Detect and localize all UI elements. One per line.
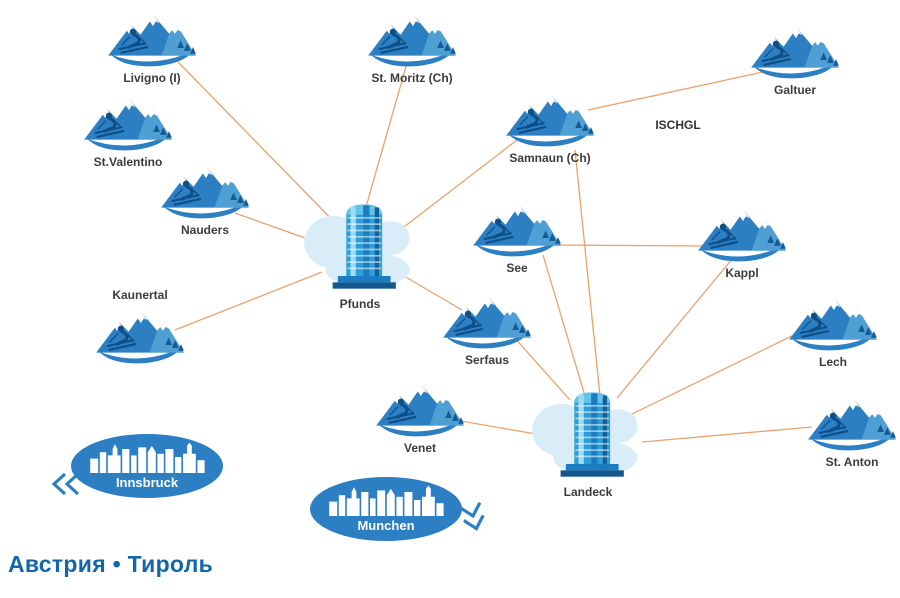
resort-label: Livigno (I) [123,71,181,85]
resort-node-stmoritz[interactable]: St. Moritz (Ch) [357,8,467,85]
edge-lech-landeck [627,331,801,417]
mountain-skier-icon [372,378,468,439]
resort-label: Lech [818,355,847,369]
resort-label: Kaunertal [112,288,168,302]
edge-see-landeck [542,254,586,397]
text-node-ischgl: ISCHGL [623,116,733,132]
resort-node-lech[interactable]: Lech [778,292,888,369]
resort-label: Nauders [180,223,230,237]
mountain-skier-icon [364,8,460,69]
hub-label: Landeck [563,485,613,499]
mountain-skier-icon [804,392,900,453]
mountain-skier-icon [80,92,176,153]
edge-stmoritz-pfunds [365,62,408,208]
city-node-munchen[interactable]: Munchen [310,477,462,541]
edge-serfaus-landeck [511,334,571,401]
resort-label: Galtuer [773,83,816,97]
resort-label: St.Valentino [93,155,163,169]
resort-node-kaunertal[interactable]: Kaunertal [85,288,195,366]
mountain-skier-icon [785,292,881,353]
hotel-building-icon [530,386,646,483]
mountain-skier-icon [502,88,598,149]
mountain-skier-icon [157,160,253,221]
hub-node-pfunds[interactable]: Pfunds [300,198,420,311]
edge-samnaun-galtuer [587,71,764,111]
resort-label: Samnaun (Ch) [509,151,591,165]
resort-label: Serfaus [464,353,510,367]
city-label: Munchen [357,518,415,533]
edge-samnaun-pfunds [399,139,518,231]
resort-node-stanton[interactable]: St. Anton [797,392,900,469]
edge-livigno-pfunds [177,61,348,236]
city-skyline-icon [326,484,446,516]
mountain-skier-icon [694,203,790,264]
resort-node-samnaun[interactable]: Samnaun (Ch) [495,88,605,165]
double-chevron-icon [50,470,84,498]
mountain-skier-icon [747,20,843,81]
resort-label: Kappl [725,266,759,280]
resort-node-serfaus[interactable]: Serfaus [432,290,542,367]
page-title: Австрия • Тироль [8,551,214,577]
resort-label: St. Anton [825,455,879,469]
resort-label: See [506,261,528,275]
city-ellipse: Munchen [310,477,462,541]
resort-node-nauders[interactable]: Nauders [150,160,260,237]
mountain-skier-icon [104,8,200,69]
edge-samnaun-landeck [574,149,601,397]
edge-stanton-landeck [641,426,813,443]
mountain-skier-icon [469,198,565,259]
hub-label: Pfunds [339,297,381,311]
edge-pfunds-serfaus [396,271,463,311]
resort-label: Venet [403,441,436,455]
resort-label: St. Moritz (Ch) [371,71,453,85]
direction-arrow-west[interactable] [50,470,84,498]
edge-see-kappl [551,244,709,247]
mountain-skier-icon [92,305,188,366]
mountain-skier-icon [439,290,535,351]
resort-node-see[interactable]: See [462,198,572,275]
resort-node-livigno[interactable]: Livigno (I) [97,8,207,85]
city-skyline-icon [87,441,207,473]
city-label: Innsbruck [115,475,179,490]
resort-node-venet[interactable]: Venet [365,378,475,455]
edge-kaunertal-pfunds [174,271,323,331]
city-node-innsbruck[interactable]: Innsbruck [71,434,223,498]
hub-node-landeck[interactable]: Landeck [528,386,648,499]
hotel-building-icon [302,198,418,295]
resort-node-galtuer[interactable]: Galtuer [740,20,850,97]
resort-node-kappl[interactable]: Kappl [687,203,797,280]
resort-node-stvalentino[interactable]: St.Valentino [73,92,183,169]
text-label: ISCHGL [655,118,701,132]
city-ellipse: Innsbruck [71,434,223,498]
edge-kappl-landeck [616,257,734,399]
